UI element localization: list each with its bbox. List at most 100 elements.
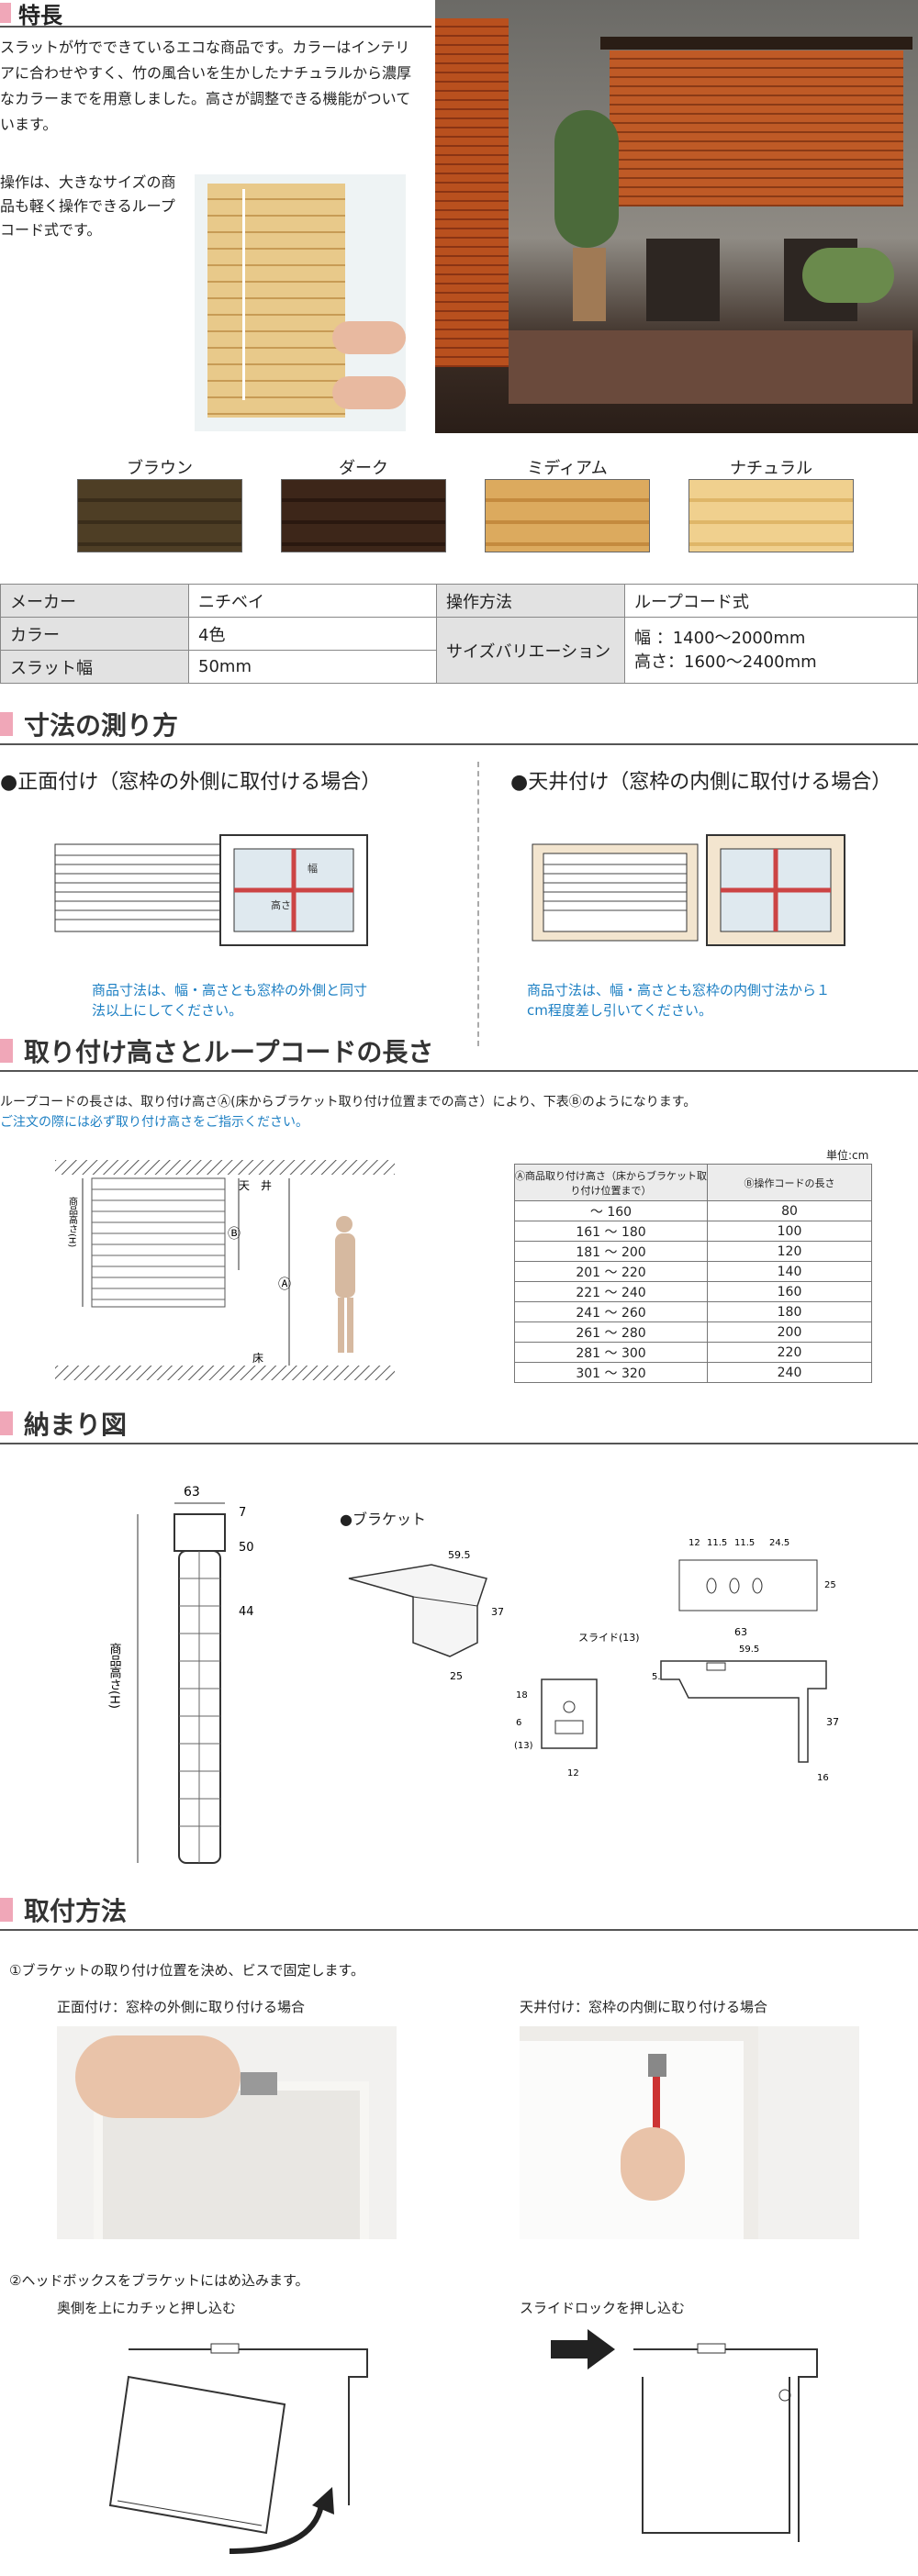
- spec-op-label: 操作方法: [436, 584, 625, 618]
- install-ceiling-caption: 天井付け：窓枠の内側に取り付ける場合: [520, 1999, 768, 2015]
- spec-size-label: サイズバリエーション: [436, 617, 625, 684]
- curved-arrow-icon: [229, 2504, 324, 2554]
- blind-drawing: [54, 843, 240, 932]
- spec-size-height: 高さ：1600～2400mm: [634, 652, 817, 672]
- measure-heading: 寸法の測り方: [0, 705, 918, 745]
- room-interior-photo: [435, 0, 918, 433]
- cord-notice: ご注文の際には必ず取り付け高さをご指示ください。: [0, 1115, 308, 1130]
- fit-product-height: 商品高さ(H): [107, 1643, 122, 1709]
- cell-length: 80: [707, 1200, 872, 1221]
- cell-height: 241 ～ 260: [514, 1301, 708, 1322]
- cell-height: 181 ～ 200: [514, 1241, 708, 1262]
- cord-heading: 取り付け高さとループコードの長さ: [0, 1032, 918, 1072]
- front-dim-13: (13): [514, 1741, 533, 1751]
- bracket-side-view: スライド(13) 63 59.5 5.5 37 16: [578, 1626, 839, 1783]
- cell-height: 201 ～ 220: [514, 1261, 708, 1282]
- blind-drawing: [532, 843, 699, 942]
- features-intro: スラットが竹でできているエコな商品です。カラーはインテリアに合わせやすく、竹の風…: [0, 39, 412, 133]
- fit-title: 納まり図: [24, 1410, 128, 1440]
- ceiling-mount-diagram: [532, 834, 845, 946]
- color-swatch-brown: [77, 479, 242, 552]
- spec-size-width: 幅 ：1400～2000mm: [634, 628, 806, 648]
- ceiling-mount-note: 商品寸法は、幅・高さとも窓枠の内側寸法から１cm程度差し引いてください。: [527, 982, 831, 1019]
- side-dim-55: 5.5: [652, 1672, 666, 1682]
- color-swatch-natural: [688, 479, 854, 552]
- window-drawing: [706, 834, 845, 946]
- product-height-label: 商品高さ(H): [67, 1196, 78, 1248]
- spec-slat-value: 50mm: [188, 650, 437, 684]
- window-drawing: [219, 834, 368, 946]
- bracket-dim-25: 25: [450, 1670, 463, 1682]
- slide-lock-diagram: [551, 2329, 818, 2542]
- heading-mark: [0, 712, 13, 736]
- side-dim-37: 37: [826, 1716, 839, 1728]
- dim-63: 63: [184, 1485, 200, 1500]
- measure-ceiling-title: ●天井付け（窓枠の内側に取付ける場合）: [510, 771, 892, 794]
- fit-side-diagram: 63 7 50 44 商品高さ(H): [107, 1485, 254, 1864]
- top-dim-115a: 11.5: [707, 1538, 727, 1548]
- cell-length: 200: [707, 1321, 872, 1343]
- front-dim-12: 12: [567, 1768, 579, 1779]
- cell-length: 100: [707, 1221, 872, 1242]
- dim-50: 50: [239, 1541, 254, 1555]
- mark-a: Ⓐ: [278, 1277, 291, 1292]
- width-label: 幅: [308, 863, 318, 875]
- dim-44: 44: [239, 1605, 254, 1619]
- height-label: 高さ: [271, 898, 291, 911]
- install-left-caption: 奥側を上にカチッと押し込む: [57, 2300, 237, 2316]
- spec-size-value: 幅 ：1400～2000mm 高さ：1600～2400mm: [624, 617, 918, 684]
- floor-word: 床: [252, 1352, 263, 1365]
- cell-length: 120: [707, 1241, 872, 1262]
- bracket-label: ●ブラケット: [340, 1511, 426, 1528]
- color-swatch-medium: [485, 479, 650, 552]
- cell-height: 221 ～ 240: [514, 1281, 708, 1302]
- install-front-caption: 正面付け：窓枠の外側に取り付ける場合: [57, 1999, 306, 2015]
- slide-label: スライド(13): [578, 1632, 640, 1644]
- side-dim-595: 59.5: [739, 1645, 759, 1655]
- arrow-head-icon: [312, 2487, 334, 2515]
- install-step2: ②ヘッドボックスをブラケットにはめ込みます。: [9, 2272, 309, 2289]
- fit-heading: 納まり図: [0, 1404, 918, 1444]
- top-dim-12: 12: [688, 1538, 700, 1548]
- cord-unit: 単位:cm: [826, 1149, 869, 1162]
- bracket-top-view: 12 11.5 11.5 24.5 25: [678, 1538, 836, 1611]
- install-heading: 取付方法: [0, 1890, 918, 1931]
- front-mount-diagram: 幅 高さ: [54, 834, 368, 946]
- color-label-natural: ナチュラル: [730, 459, 812, 478]
- side-dim-63: 63: [734, 1626, 747, 1638]
- cell-length: 240: [707, 1362, 872, 1383]
- measure-title: 寸法の測り方: [24, 710, 179, 741]
- spec-slat-label: スラット幅: [0, 650, 189, 684]
- top-dim-115b: 11.5: [734, 1538, 755, 1548]
- headbox-insert-diagram: [108, 2343, 368, 2554]
- cord-desc: ループコードの長さは、取り付け高さⒶ(床からブラケット取り付け位置までの高さ）に…: [0, 1095, 697, 1110]
- color-label-medium: ミディアム: [527, 459, 608, 478]
- bracket-front-view: 18 6 (13) 12: [514, 1678, 598, 1779]
- right-arrow-icon: [551, 2329, 615, 2370]
- install-right-caption: スライドロックを押し込む: [520, 2300, 686, 2316]
- cord-title: 取り付け高さとループコードの長さ: [24, 1037, 434, 1067]
- install-ceiling-photo: [520, 2026, 859, 2239]
- cell-length: 140: [707, 1261, 872, 1282]
- color-swatch-dark: [281, 479, 446, 552]
- install-step1: ①ブラケットの取り付け位置を決め、ビスで固定します。: [9, 1962, 364, 1979]
- front-mount-note: 商品寸法は、幅・高さとも窓枠の外側と同寸法以上にしてください。: [92, 982, 368, 1019]
- color-label-brown: ブラウン: [127, 459, 193, 478]
- person-silhouette: [335, 1216, 355, 1353]
- bracket-diagram: 59.5 37 25: [348, 1549, 504, 1682]
- cord-col-a: Ⓐ商品取り付け高さ（床からブラケット取り付け位置まで）: [514, 1164, 708, 1201]
- features-title: 特長: [18, 2, 62, 28]
- operation-note: 操作は、大きなサイズの商品も軽く操作できるループコード式です。: [0, 173, 176, 239]
- heading-mark: [0, 1411, 13, 1435]
- measure-front-title: ●正面付け（窓枠の外側に取付ける場合）: [0, 771, 382, 794]
- top-dim-25: 25: [824, 1580, 836, 1590]
- cell-height: 161 ～ 180: [514, 1221, 708, 1242]
- front-dim-6: 6: [516, 1718, 521, 1728]
- cell-height: ～ 160: [514, 1200, 708, 1221]
